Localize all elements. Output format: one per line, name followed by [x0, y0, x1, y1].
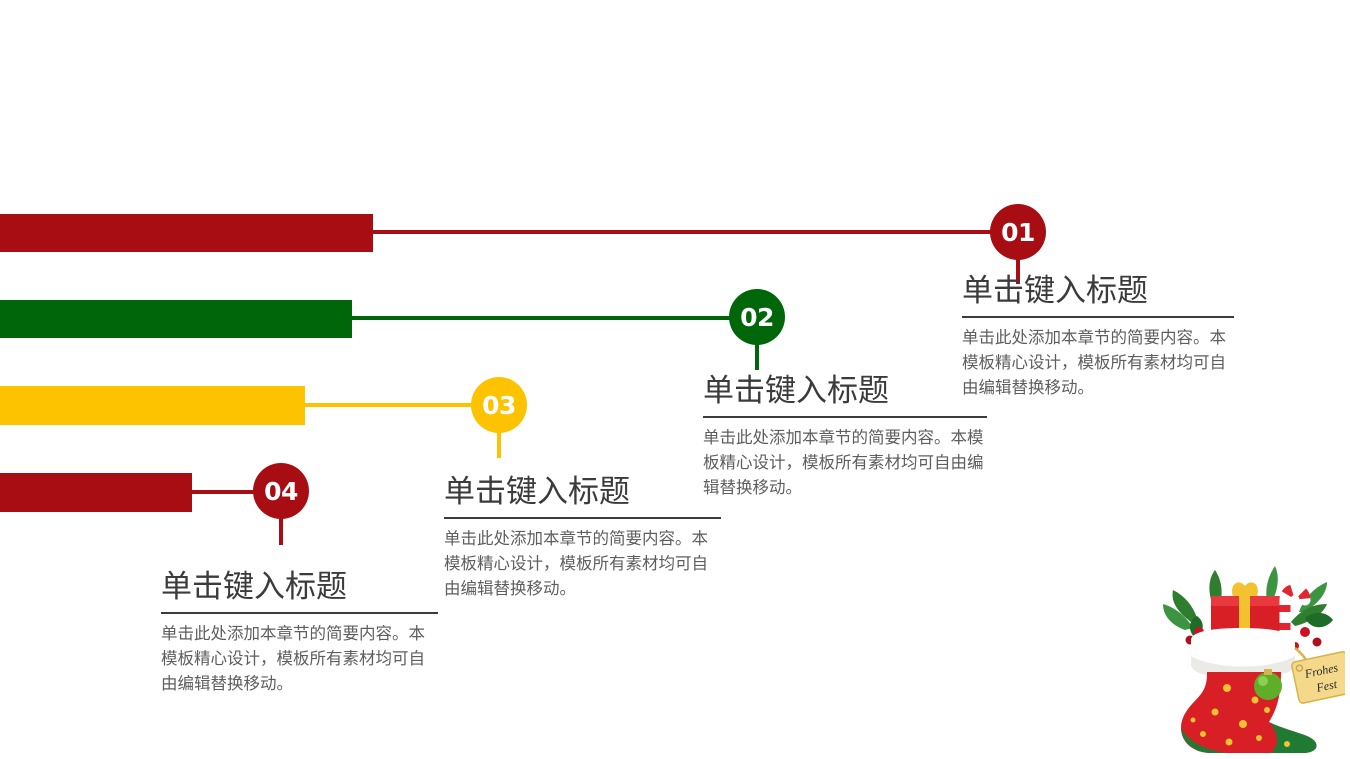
connector-line-02 [352, 316, 737, 320]
section-number-label-04: 04 [264, 476, 298, 506]
stocking-candy-cane [1279, 584, 1311, 654]
connector-stem-03 [497, 430, 501, 458]
section-number-circle-04[interactable]: 04 [253, 463, 309, 519]
section-body-02: 单击此处添加本章节的简要内容。本模板精心设计，模板所有素材均可自由编辑替换移动。 [703, 428, 984, 497]
stocking-gift-tag: Frohes Fest [1291, 647, 1345, 704]
section-body-03: 单击此处添加本章节的简要内容。本模板精心设计，模板所有素材均可自由编辑替换移动。 [444, 529, 708, 598]
section-bar-01[interactable] [0, 214, 373, 252]
section-title-03: 单击键入标题 [444, 474, 630, 509]
section-number-circle-01[interactable]: 01 [990, 204, 1046, 260]
stocking-greenery [1163, 566, 1333, 638]
section-number-circle-03[interactable]: 03 [471, 377, 527, 433]
section-number-label-03: 03 [482, 390, 516, 420]
section-text-block-01: 单击键入标题 单击此处添加本章节的简要内容。本模板精心设计，模板所有素材均可自由… [962, 273, 1234, 401]
section-text-block-04: 单击键入标题 单击此处添加本章节的简要内容。本模板精心设计，模板所有素材均可自由… [161, 569, 438, 697]
stocking-cuff [1191, 628, 1295, 678]
christmas-stocking-icon: Frohes Fest [1163, 566, 1345, 753]
section-number-label-02: 02 [740, 302, 774, 332]
stocking-bauble [1254, 669, 1282, 700]
section-body-04: 单击此处添加本章节的简要内容。本模板精心设计，模板所有素材均可自由编辑替换移动。 [161, 624, 425, 693]
section-text-block-02: 单击键入标题 单击此处添加本章节的简要内容。本模板精心设计，模板所有素材均可自由… [703, 373, 987, 501]
stocking-tag-line2: Fest [1314, 677, 1339, 695]
connector-line-04 [192, 490, 262, 494]
section-number-label-01: 01 [1001, 217, 1035, 247]
connector-stem-02 [755, 342, 759, 370]
section-title-rule-02 [703, 415, 987, 418]
connector-line-03 [305, 403, 480, 407]
section-title-rule-01 [962, 315, 1234, 318]
section-title-01: 单击键入标题 [962, 273, 1148, 308]
section-title-rule-03 [444, 516, 721, 519]
section-bar-02[interactable] [0, 300, 352, 338]
section-title-04: 单击键入标题 [161, 569, 347, 604]
section-title-rule-04 [161, 611, 438, 614]
connector-line-01 [373, 230, 1018, 234]
section-text-block-03: 单击键入标题 单击此处添加本章节的简要内容。本模板精心设计，模板所有素材均可自由… [444, 474, 721, 602]
section-body-01: 单击此处添加本章节的简要内容。本模板精心设计，模板所有素材均可自由编辑替换移动。 [962, 328, 1226, 397]
section-number-circle-02[interactable]: 02 [729, 289, 785, 345]
connector-stem-04 [279, 517, 283, 545]
section-title-02: 单击键入标题 [703, 373, 889, 408]
connector-stem-01 [1016, 256, 1020, 284]
section-bar-03[interactable] [0, 386, 305, 425]
stocking-boot [1181, 672, 1317, 753]
section-bar-04[interactable] [0, 473, 192, 512]
